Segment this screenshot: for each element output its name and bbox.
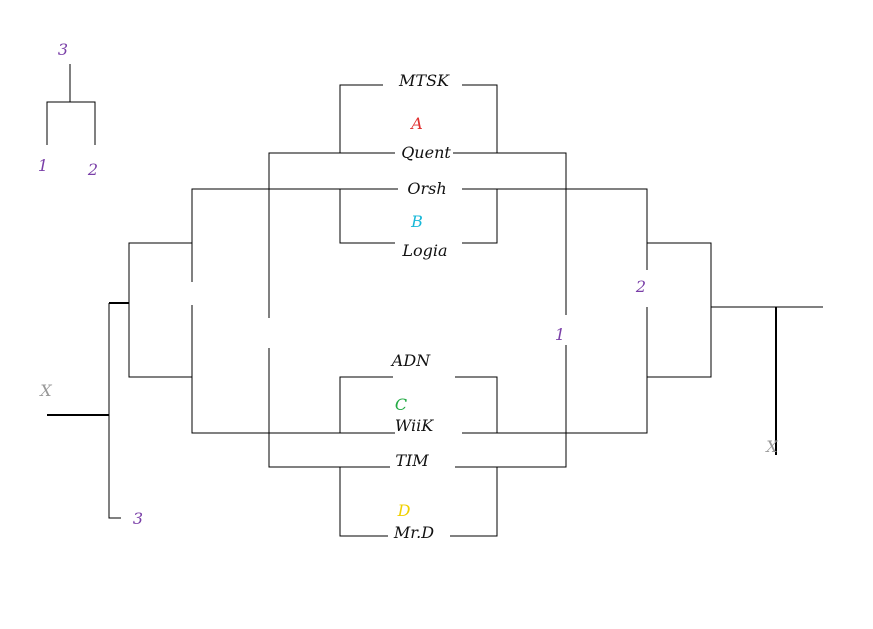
- group-a-bracket: [339, 84, 498, 153]
- round-1-label: 1: [555, 325, 565, 344]
- round-3-label: 3: [133, 509, 143, 528]
- group-b-label: B: [410, 212, 423, 231]
- group-d-label: D: [397, 501, 411, 520]
- team-wiik: WiiK: [395, 416, 434, 435]
- left-third-place-line: [108, 303, 121, 519]
- group-d-bracket: [339, 467, 498, 537]
- orsh-bracket: [191, 188, 648, 282]
- mrd-line-left: [339, 467, 388, 537]
- team-logia: Logia: [401, 241, 447, 260]
- orsh-line-right: [462, 188, 648, 270]
- wiik-line-right: [462, 307, 648, 434]
- final-right-x-label: X: [764, 437, 778, 456]
- group-a-label: A: [409, 114, 423, 133]
- logia-line-right: [462, 189, 498, 244]
- mrd-line-right: [450, 467, 498, 537]
- left-outer-bracket: [47, 242, 192, 519]
- legend: 3 1 2: [38, 40, 98, 179]
- final-left-x-label: X: [38, 381, 52, 400]
- mtsk-line-right: [462, 84, 498, 153]
- team-quent: Quent: [401, 143, 451, 162]
- group-c-bracket: [339, 376, 498, 433]
- group-b-bracket: [339, 189, 498, 244]
- adn-line-left: [339, 376, 393, 433]
- team-orsh: Orsh: [407, 179, 446, 198]
- wiik-line-left: [191, 305, 395, 434]
- quent-line-left: [268, 152, 395, 318]
- legend-bracket: [46, 101, 96, 145]
- adn-line-right: [455, 376, 498, 433]
- wiik-bracket: [191, 305, 648, 434]
- group-c-label: C: [395, 395, 407, 414]
- logia-line-left: [339, 189, 395, 244]
- mtsk-line-left: [339, 84, 383, 153]
- tim-line-right: [455, 345, 567, 468]
- team-adn: ADN: [390, 351, 431, 370]
- quent-line-right: [453, 152, 567, 315]
- quent-bracket: [268, 152, 567, 318]
- tim-line-left: [268, 348, 390, 468]
- left-semis-bracket: [128, 242, 192, 378]
- right-outer-bracket: [647, 242, 823, 455]
- tim-bracket: [268, 345, 567, 468]
- legend-left-label: 1: [38, 156, 48, 175]
- right-semis-bracket: [647, 242, 712, 378]
- legend-top-label: 3: [58, 40, 68, 59]
- legend-right-label: 2: [87, 160, 98, 179]
- team-tim: TIM: [395, 451, 429, 470]
- team-mrd: Mr.D: [393, 523, 434, 542]
- team-mtsk: MTSK: [398, 71, 450, 90]
- round-2-label: 2: [635, 277, 646, 296]
- orsh-line-left: [191, 188, 398, 282]
